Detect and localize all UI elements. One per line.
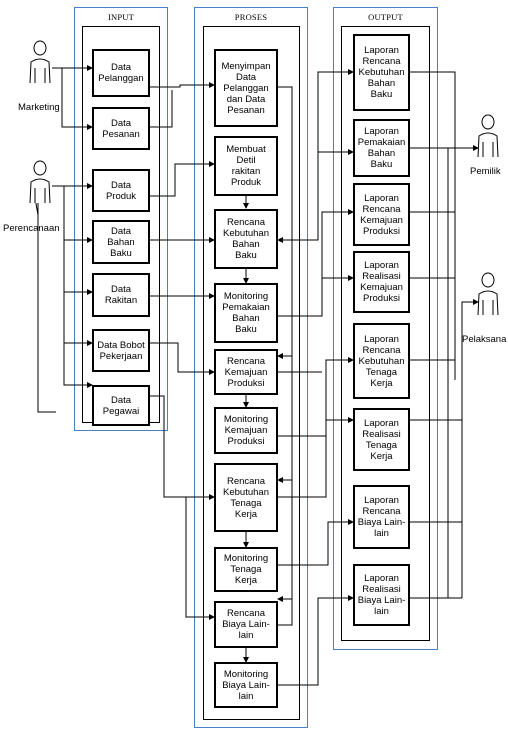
process-box-monitoring-kemajuan-produksi: Monitoring Kemajuan Produksi: [214, 407, 278, 454]
output-box-laporan-realisasi-kemajuan-produksi: Laporan Realisasi Kemajuan Produksi: [353, 251, 410, 313]
process-box-rencana-kebutuhan-bahan-baku: Rencana Kebutuhan Bahan Baku: [214, 209, 278, 269]
actor-pelaksana-label: Pelaksana: [462, 334, 507, 345]
output-lane-title: OUTPUT: [368, 12, 403, 22]
process-box-menyimpan-data: Menyimpan Data Pelanggan dan Data Pesana…: [214, 49, 278, 127]
process-box-rencana-kemajuan-produksi: Rencana Kemajuan Produksi: [214, 349, 278, 395]
input-lane-title: INPUT: [107, 12, 135, 22]
output-lane: [333, 7, 438, 650]
output-box-laporan-realisasi-tenaga-kerja: Laporan Realisasi Tenaga Kerja: [353, 408, 410, 471]
process-box-rencana-kebutuhan-tenaga-kerja: Rencana Kebutuhan Tenaga Kerja: [214, 463, 278, 532]
proses-lane: [194, 7, 308, 728]
actor-pemilik-label: Pemilik: [470, 166, 501, 177]
output-box-laporan-pemakaian-bahan-baku: Laporan Pemakaian Bahan Baku: [353, 119, 410, 177]
input-box-data-pesanan: Data Pesanan: [92, 107, 150, 150]
output-box-laporan-rencana-biaya-lain-lain: Laporan Rencana Biaya Lain- lain: [353, 485, 410, 549]
process-box-monitoring-biaya-lain-lain: Monitoring Biaya Lain- lain: [214, 662, 278, 708]
input-lane: [74, 7, 168, 431]
process-box-rencana-biaya-lain-lain: Rencana Biaya Lain- lain: [214, 601, 278, 648]
input-box-data-pelanggan: Data Pelanggan: [92, 49, 150, 97]
actor-marketing-label: Marketing: [18, 102, 60, 113]
actor-figures: [29, 40, 499, 316]
proses-lane-inner: [203, 26, 300, 720]
process-box-monitoring-tenaga-kerja: Monitoring Tenaga Kerja: [214, 547, 278, 592]
process-box-monitoring-pemakaian-bahan-baku: Monitoring Pemakaian Bahan Baku: [214, 283, 278, 343]
input-box-data-bahan-baku: Data Bahan Baku: [92, 220, 150, 264]
output-lane-inner: [341, 26, 430, 641]
input-box-data-bobot-pekerjaan: Data Bobot Pekerjaan: [92, 329, 150, 372]
input-box-data-produk: Data Produk: [92, 169, 150, 212]
output-box-laporan-rencana-kebutuhan-tenaga-kerja: Laporan Rencana Kebutuhan Tenaga Kerja: [353, 323, 410, 399]
input-box-data-rakitan: Data Rakitan: [92, 273, 150, 317]
input-box-data-pegawai: Data Pegawai: [92, 385, 150, 426]
proses-lane-title: PROSES: [234, 12, 268, 22]
process-box-membuat-detil-rakitan: Membuat Detil rakitan Produk: [214, 136, 278, 196]
output-box-laporan-realisasi-biaya-lain-lain: Laporan Realisasi Biaya Lain- lain: [353, 564, 410, 626]
output-box-laporan-rencana-kebutuhan-bahan-baku: Laporan Rencana Kebutuhan Bahan Baku: [353, 34, 410, 111]
output-box-laporan-rencana-kemajuan-produksi: Laporan Rencana Kemajuan Produksi: [353, 183, 410, 246]
actor-perencanaan-label: Perencanaan: [3, 223, 60, 234]
